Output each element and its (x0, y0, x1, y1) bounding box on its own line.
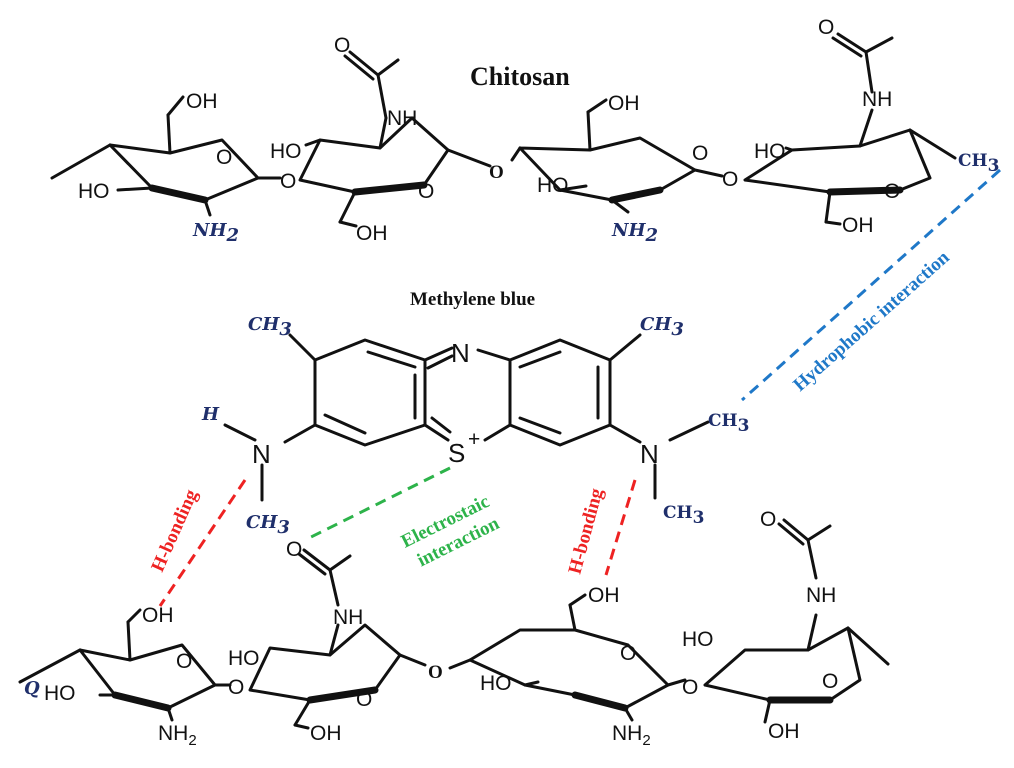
top-glyco-o-2: O (722, 168, 738, 191)
top-ho-3: HO (537, 174, 569, 197)
top-oh-1: OH (186, 90, 218, 113)
top-chitosan-chain: OH O HO NH2 O HO NH O O OH O OH O HO NH2… (50, 16, 999, 246)
chitosan-title: Chitosan (470, 62, 570, 91)
top-ring2-o: O (418, 180, 434, 203)
h-bonding-left-label: H-bonding (147, 486, 202, 575)
bottom-oh-1: OH (142, 604, 174, 627)
mb-left-ch3: CH3 (248, 314, 292, 340)
top-ho-4: HO (754, 140, 786, 163)
top-ring-1 (50, 95, 282, 217)
electrostatic-dashed-line (304, 466, 451, 542)
h-bonding-right-dashed-line (604, 479, 637, 576)
h-bonding-right-label: H-bonding (565, 486, 608, 577)
top-nh-1: NH (387, 107, 417, 130)
top-oh-2: OH (356, 222, 388, 245)
bottom-ring4-o: O (822, 670, 838, 693)
top-ring-2 (298, 50, 492, 228)
bottom-carbonyl-o-2: O (760, 508, 776, 531)
mb-right-n-ch3-top: CH3 (708, 411, 749, 436)
top-ch3: CH3 (958, 151, 999, 176)
bottom-carbonyl-o-1: O (286, 538, 302, 561)
mb-plus-charge: + (468, 428, 480, 451)
bottom-chitosan-chain: OH O HO Q NH2 O HO NH O O OH O OH O HO N… (18, 508, 890, 749)
bottom-nh2-2: NH2 (612, 722, 651, 749)
methylene-blue-title: Methylene blue (410, 289, 535, 310)
top-nh-2: NH (862, 88, 892, 111)
top-ring1-o: O (216, 146, 232, 169)
top-ring-3 (510, 98, 724, 214)
hydrophobic-dashed-line (741, 168, 1001, 402)
bottom-ring-4 (703, 518, 890, 724)
top-nh2-1: NH2 (192, 220, 239, 246)
mb-h: H (201, 404, 220, 425)
bottom-nh-2: NH (806, 584, 836, 607)
bottom-ring1-o: O (176, 650, 192, 673)
mb-sulfur: S (448, 438, 465, 468)
bottom-ho-1: HO (44, 682, 76, 705)
h-bonding-left-dashed-line (158, 479, 247, 607)
bottom-ring-3 (448, 593, 687, 722)
methylene-blue-molecule: Methylene blue N S + N N CH3 CH3 (201, 289, 749, 538)
top-nh2-2: NH2 (611, 220, 658, 246)
bottom-glyco-o-1: O (228, 676, 244, 699)
bottom-nh2-1: NH2 (158, 722, 197, 749)
electrostatic-interaction-label: Electrostaic interaction (398, 491, 503, 571)
mb-left-amine-n: N (252, 439, 271, 469)
mb-right-ch3: CH3 (640, 314, 684, 340)
bottom-q-label: Q (24, 678, 40, 699)
bottom-ring3-o: O (620, 642, 636, 665)
top-bridge-o: O (489, 162, 504, 183)
bottom-ring-2 (248, 548, 427, 730)
bottom-oh-4: OH (768, 720, 800, 743)
top-carbonyl-o-2: O (818, 16, 834, 39)
bottom-bridge-o: O (428, 662, 443, 683)
bottom-oh-2: OH (310, 722, 342, 745)
bottom-oh-3: OH (588, 584, 620, 607)
mb-ring-nitrogen: N (451, 338, 470, 368)
bottom-ho-3: HO (480, 672, 512, 695)
bottom-ho-2: HO (228, 647, 260, 670)
bottom-glyco-o-2: O (682, 676, 698, 699)
top-ring4-o: O (884, 180, 900, 203)
mb-left-n-ch3: CH3 (246, 512, 290, 538)
bottom-ring2-o: O (356, 688, 372, 711)
top-oh-4: OH (842, 214, 874, 237)
hydrophobic-interaction-label: Hydrophobic interaction (789, 247, 954, 396)
bottom-ho-4: HO (682, 628, 714, 651)
bottom-ring-1 (18, 608, 232, 722)
top-glyco-o-1: O (280, 170, 296, 193)
top-ring-4 (743, 32, 957, 226)
bottom-nh-1: NH (333, 606, 363, 629)
top-oh-3: OH (608, 92, 640, 115)
top-ring3-o: O (692, 142, 708, 165)
top-carbonyl-o-1: O (334, 34, 350, 57)
top-ho-1: HO (78, 180, 110, 203)
top-ho-2: HO (270, 140, 302, 163)
mb-right-n-ch3-bottom: CH3 (663, 503, 704, 528)
mb-right-amine-n: N (640, 439, 659, 469)
